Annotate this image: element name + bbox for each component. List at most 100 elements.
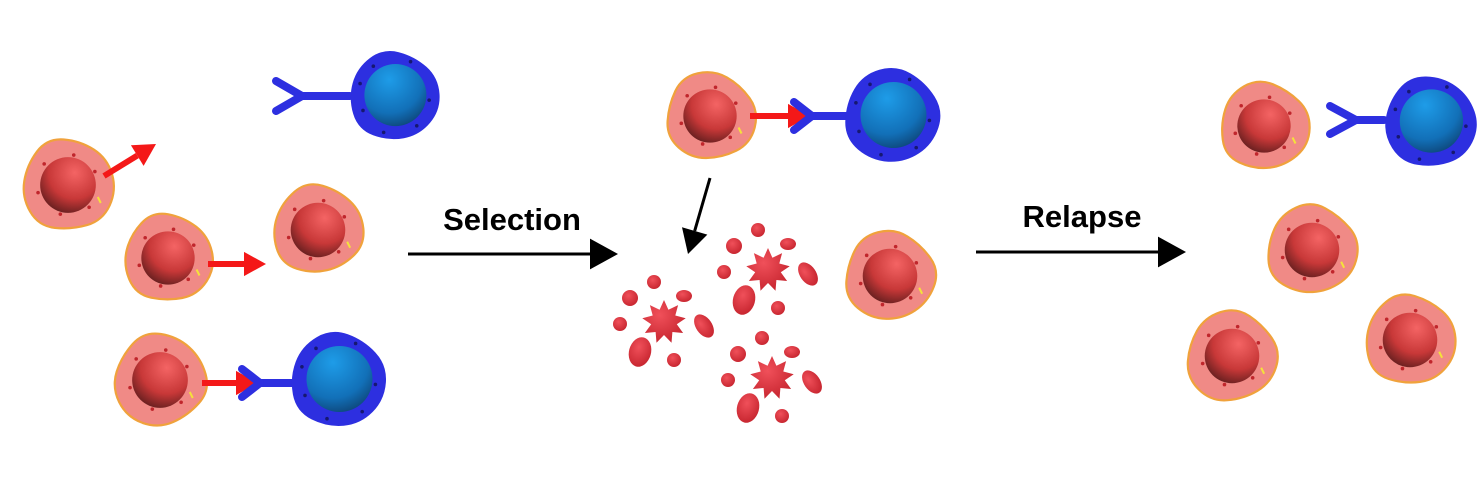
debris-fragment [751,223,765,237]
tumor-cell-dot [1282,145,1287,150]
tumor-cell-dot [1235,324,1240,329]
tumor-cell-dot [143,235,147,240]
tcell-dot [371,64,376,69]
selection-arrow [408,238,618,270]
receptor-arm-lower [272,92,306,115]
debris-fragment [802,370,822,394]
debris-fragment [736,393,760,423]
tumor-cell-escaped [845,229,938,320]
debris-fragment [771,301,785,315]
tcell-right [1385,76,1477,166]
tumor-cell-dot [137,263,142,268]
tumor-cell-dot [150,407,155,411]
debris-cluster-2 [717,223,818,315]
arrow-shaft [693,177,712,232]
tcell-dot [361,108,365,113]
receptor-arm-lower [790,112,816,134]
tumor-cell-mark [1340,261,1346,269]
tumor-cell-dot [713,85,718,90]
tumor-cell-nucleus [862,248,918,304]
tumor-cell-dot [858,281,863,286]
tumor-cell-dot [908,296,913,300]
selection-label: Selection [443,202,581,237]
tumor-cell-dot [308,256,313,261]
tumor-cell-dot [286,235,291,240]
tumor-cell-dot [1267,95,1272,100]
debris-fragment [647,275,661,289]
tcell-mid [845,68,941,162]
debris-fragment [676,290,692,302]
tumor-cell-mark [737,127,743,134]
tumor-cell-dot [134,357,138,361]
tcell-dot [907,77,912,82]
debris-core [750,356,794,399]
tcell-nucleus [860,82,927,148]
tumor-cell-mark [1438,351,1444,359]
debris-fragment [721,373,735,387]
debris-fragment [726,238,742,254]
tcell-dot [1451,150,1456,155]
tumor-cell-dot [1384,317,1389,322]
tumor-cell-nucleus [40,157,96,213]
debris-fragment [730,346,746,362]
tumor-cell-dot [1434,325,1439,329]
tumor-cell-dot [58,212,63,216]
receptor-arm-upper [272,77,306,100]
tcell-dot [303,393,307,398]
tumor-cell-dot [728,135,733,140]
receptor-bound-left [238,365,296,401]
tcell-dot [427,98,431,102]
tumor-cell-nucleus [290,202,346,258]
tcell-dot [360,409,365,414]
relapse-arrow [976,236,1186,268]
tumor-cell-dot [185,364,189,369]
debris-fragment [717,265,731,279]
tumor-cell-dot [1286,227,1291,232]
arrow-shaft [102,152,139,179]
tumor-cell-dot [1233,131,1238,136]
antigen-arrow-2 [208,251,266,277]
tcell-nucleus [1399,89,1464,153]
tcell-dot [1445,85,1449,89]
tumor-cell-nucleus [1204,328,1260,384]
tcell-dot [373,382,378,387]
receptor-arm-lower [238,379,264,401]
debris-core [642,300,686,343]
tumor-cell-dot [1200,361,1205,366]
debris-fragment [613,317,627,331]
tumor-cell-nucleus [141,231,195,285]
antigen-arrow-3 [202,370,258,396]
debris-cluster-3 [721,331,822,423]
tcell-dot [868,82,872,87]
debris-fragment [732,285,756,315]
receptor-arm-upper [1326,102,1360,124]
tumor-cell-dot [733,101,738,105]
tumor-cell-dot [685,93,689,98]
tcell-dot [408,59,413,64]
tumor-cell-nucleus [1284,222,1340,278]
tumor-cell-mark [1291,137,1297,144]
tcell-dot [879,152,883,157]
tumor-cell-dot [191,243,196,247]
tcell-dot [1417,157,1422,161]
tumor-cell-dot [1315,218,1320,223]
tumor-cell-dot [171,227,176,232]
tumor-cell-dot [1428,360,1433,364]
relapse-label: Relapse [1023,199,1142,234]
tumor-cell-dot [292,207,297,212]
tumor-cell-mark [188,391,194,399]
debris-fragment [784,346,800,358]
debris-fragment [628,337,652,367]
tumor-cell-nucleus [132,352,188,408]
tumor-cell-dot [1287,111,1292,115]
arrow-head [236,370,258,396]
tumor-cell-dot [186,277,191,282]
tumor-cell-dot [1330,270,1335,274]
arrow-head [244,251,266,277]
tumor-cell-dot [1400,366,1405,371]
tumor-cell-dot [914,261,919,265]
receptor-bound-mid [790,98,850,134]
tumor-cell-dot [679,121,684,126]
debris-fragment [780,238,796,250]
